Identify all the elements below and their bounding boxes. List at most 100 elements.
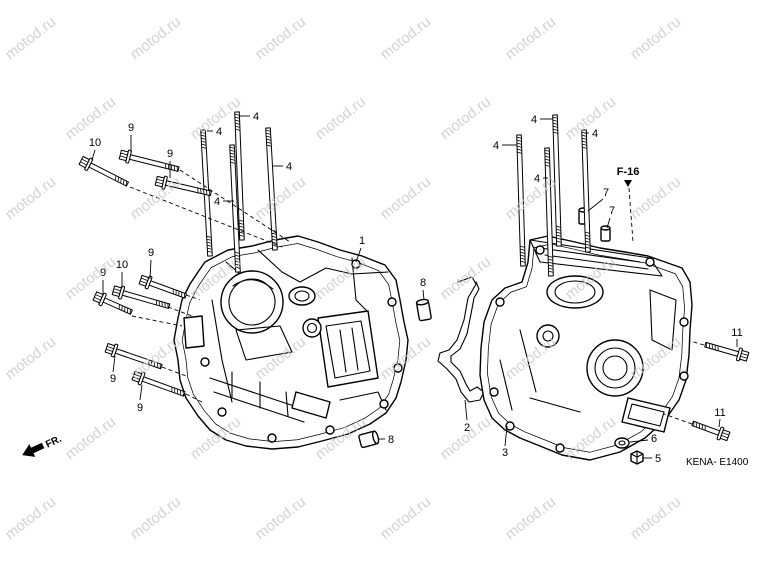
stud-thread bbox=[548, 270, 554, 273]
drain-bolt-5 bbox=[630, 450, 644, 465]
stud-thread bbox=[239, 234, 245, 237]
right-cylinder-bore-inner bbox=[554, 280, 596, 304]
stud-shaft bbox=[581, 129, 591, 253]
stud-thread bbox=[201, 140, 207, 143]
leader-line bbox=[139, 384, 143, 401]
stud-thread bbox=[234, 119, 240, 122]
left-bolt-boss bbox=[387, 297, 397, 307]
watermark-text: motod.ru bbox=[127, 493, 184, 543]
callout-number: 7 bbox=[609, 205, 615, 217]
stud-thread bbox=[520, 257, 526, 260]
alignment-line bbox=[167, 306, 193, 317]
stud-thread bbox=[584, 231, 590, 234]
washer-outer bbox=[614, 437, 630, 449]
watermark-text: motod.ru bbox=[377, 13, 434, 63]
right-deck-lines bbox=[539, 247, 649, 270]
bolt-shaft bbox=[102, 297, 133, 315]
left-bolt-boss bbox=[200, 357, 210, 367]
stud-thread bbox=[585, 246, 591, 249]
stud-thread bbox=[585, 243, 591, 246]
bolt-thread bbox=[179, 390, 181, 396]
leader-line bbox=[504, 425, 508, 447]
bolt-thread bbox=[126, 308, 129, 313]
bolt-thread bbox=[161, 301, 163, 307]
bolt-thread bbox=[208, 190, 211, 196]
right-bolt-boss bbox=[645, 257, 655, 267]
right-bolt-boss bbox=[495, 297, 505, 307]
callout-number: 4 bbox=[493, 140, 499, 152]
stud-thread bbox=[520, 248, 525, 251]
right-cylinder-deck bbox=[529, 239, 663, 277]
stud-thread bbox=[201, 143, 207, 146]
right-shaft-boss-inner bbox=[542, 330, 554, 342]
stud-thread bbox=[266, 138, 272, 141]
left-crank-bore-rib bbox=[232, 279, 274, 290]
bolt-head-facet bbox=[119, 155, 127, 159]
watermark-text: motod.ru bbox=[62, 413, 119, 463]
dowel-pin-lower bbox=[358, 430, 380, 449]
bolt-head-facet bbox=[105, 348, 113, 352]
bolt-head-facet bbox=[80, 161, 87, 166]
stud-shaft bbox=[265, 127, 278, 251]
stud-thread bbox=[229, 152, 235, 155]
stud-thread bbox=[581, 140, 587, 143]
alignment-line bbox=[628, 187, 634, 243]
stud-thread bbox=[272, 244, 278, 247]
bolt-head-facet bbox=[156, 178, 164, 182]
callout-number: 4 bbox=[253, 111, 259, 123]
reference-arrow-icon bbox=[624, 180, 632, 187]
leader-lines bbox=[91, 115, 738, 459]
stud-thread bbox=[206, 235, 212, 238]
left-drain-boss bbox=[291, 391, 331, 419]
stud-bolt bbox=[516, 134, 526, 267]
callout-number: 8 bbox=[388, 434, 394, 446]
bolt-thread bbox=[696, 422, 698, 428]
stud-thread bbox=[271, 235, 277, 238]
stud-thread bbox=[234, 254, 240, 257]
stud-thread bbox=[230, 161, 236, 164]
stud-thread bbox=[271, 232, 277, 235]
right-main-bearing-ring bbox=[594, 347, 636, 389]
bolt-shaft bbox=[114, 348, 163, 370]
stud-thread bbox=[238, 219, 244, 222]
bolt-head-facet bbox=[140, 277, 148, 281]
bolt-head-facet bbox=[722, 432, 730, 436]
watermark-text: motod.ru bbox=[62, 93, 119, 143]
bolt-thread bbox=[178, 291, 180, 296]
bolt-thread bbox=[714, 345, 716, 350]
stud-thread bbox=[271, 238, 277, 241]
stud-thread bbox=[556, 237, 562, 240]
stud-thread bbox=[582, 143, 587, 146]
watermark-text: motod.ru bbox=[62, 253, 119, 303]
callout-number: 1 bbox=[359, 235, 365, 247]
right-main-bearing-inner bbox=[602, 355, 628, 381]
bolt-thread bbox=[125, 181, 128, 186]
flange-bolt-9 bbox=[104, 342, 163, 370]
stud-thread bbox=[547, 255, 553, 258]
stud-thread bbox=[581, 134, 587, 137]
washer-inner bbox=[618, 440, 626, 446]
stud-thread bbox=[548, 264, 554, 267]
callout-number: 8 bbox=[420, 277, 426, 289]
stud-thread bbox=[239, 225, 244, 228]
left-skirt-ribs bbox=[209, 371, 305, 423]
left-bolt-boss bbox=[393, 363, 403, 373]
stud-thread bbox=[207, 247, 213, 250]
bolt-thread bbox=[165, 163, 167, 169]
stud-bolt bbox=[265, 127, 278, 251]
stud-shaft bbox=[544, 147, 554, 277]
bolt-thread bbox=[182, 391, 184, 397]
bolt-thread bbox=[175, 290, 177, 295]
stud-thread bbox=[235, 266, 241, 269]
stud-thread bbox=[520, 251, 526, 254]
right-strainer-cover-inner bbox=[627, 403, 665, 427]
bolt-thread bbox=[184, 293, 186, 299]
stud-thread bbox=[582, 146, 588, 149]
bolt-head bbox=[154, 175, 165, 188]
stud-thread bbox=[272, 241, 278, 244]
stud-thread bbox=[544, 158, 550, 161]
flange-bolt-10 bbox=[111, 285, 171, 309]
bolt-thread bbox=[156, 362, 158, 368]
left-callouts: 10 9 9 4 4 4 4 1 9 9 10 8 9 9 8 bbox=[89, 111, 426, 446]
